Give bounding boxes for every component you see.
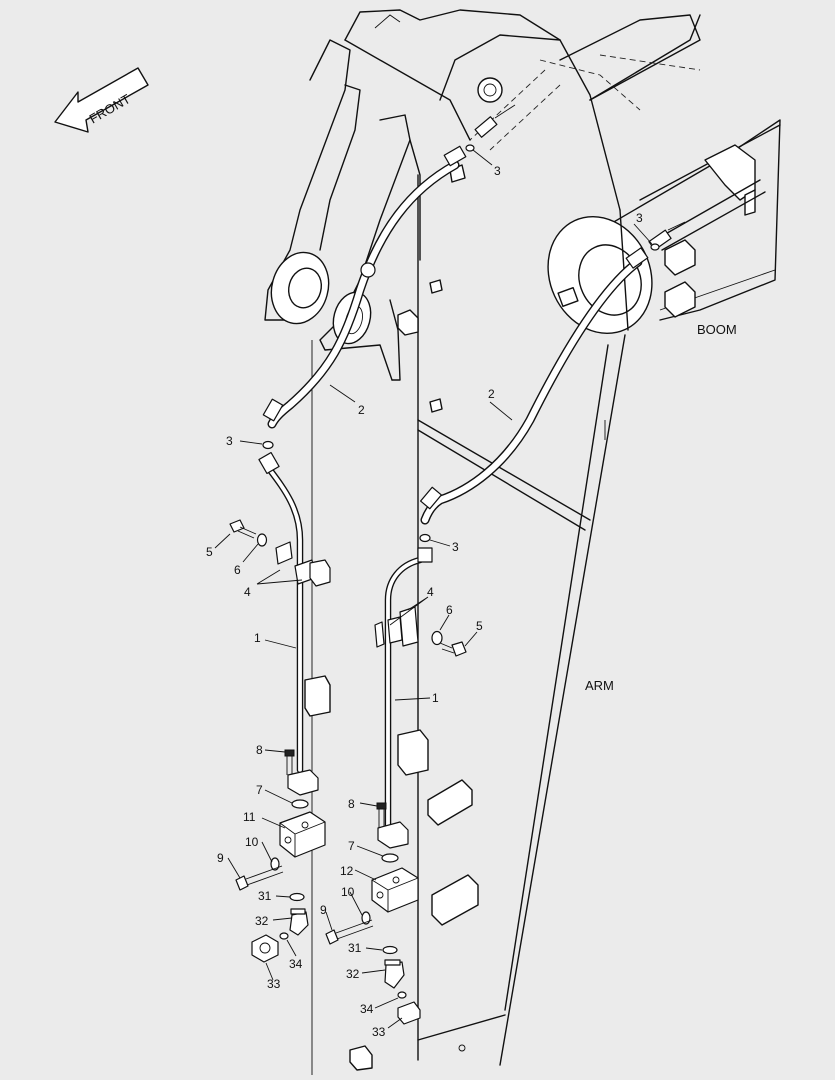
callout-33: 33 bbox=[372, 1025, 386, 1039]
clamp-block bbox=[664, 281, 696, 318]
callout-8: 8 bbox=[348, 797, 355, 811]
elbow-32-right bbox=[384, 961, 405, 989]
pipe-right bbox=[384, 547, 433, 829]
block-11 bbox=[279, 811, 326, 858]
o-ring-34-left bbox=[279, 932, 289, 940]
arm-structure: ARM bbox=[264, 9, 629, 1075]
nut-33-right bbox=[397, 1001, 421, 1025]
bolt-9-left bbox=[235, 865, 284, 891]
block-12 bbox=[371, 867, 419, 913]
hose-fitting bbox=[420, 486, 442, 510]
callout-6: 6 bbox=[234, 563, 241, 577]
callout-3: 3 bbox=[636, 211, 643, 225]
callout-3: 3 bbox=[226, 434, 233, 448]
bolt-5-right bbox=[439, 641, 467, 657]
callouts: 3 3 2 2 3 3 5 6 4 4 6 5 1 1 8 7 11 10 9 … bbox=[206, 164, 643, 1039]
o-ring-31-right bbox=[382, 945, 398, 955]
front-arrow-shape bbox=[54, 67, 149, 133]
washer-10-left bbox=[270, 857, 280, 871]
callout-2: 2 bbox=[488, 387, 495, 401]
callout-4: 4 bbox=[427, 585, 434, 599]
boom-label: BOOM bbox=[697, 322, 737, 337]
callout-1: 1 bbox=[254, 631, 261, 645]
hose-right bbox=[420, 247, 649, 525]
pipe-fitting bbox=[417, 547, 433, 563]
callout-9: 9 bbox=[320, 903, 327, 917]
callout-3: 3 bbox=[494, 164, 501, 178]
callout-5: 5 bbox=[476, 619, 483, 633]
callout-31: 31 bbox=[258, 889, 272, 903]
block-assembly-left bbox=[235, 749, 326, 963]
callout-6: 6 bbox=[446, 603, 453, 617]
clamp-block bbox=[664, 239, 696, 276]
callout-2: 2 bbox=[358, 403, 365, 417]
callout-3: 3 bbox=[452, 540, 459, 554]
callout-32: 32 bbox=[255, 914, 269, 928]
leader-lines bbox=[214, 149, 653, 1029]
callout-12: 12 bbox=[340, 864, 354, 878]
callout-4: 4 bbox=[244, 585, 251, 599]
callout-9: 9 bbox=[217, 851, 224, 865]
callout-10: 10 bbox=[245, 835, 259, 849]
bolt-9-right bbox=[325, 919, 374, 945]
hose-clip bbox=[360, 262, 376, 278]
callout-7: 7 bbox=[256, 783, 263, 797]
hose-fitting bbox=[625, 247, 649, 269]
o-ring-34-right bbox=[397, 991, 407, 999]
hose-left bbox=[262, 145, 467, 429]
flange-left bbox=[287, 769, 319, 796]
callout-10: 10 bbox=[341, 885, 355, 899]
callout-7: 7 bbox=[348, 839, 355, 853]
callout-34: 34 bbox=[289, 957, 303, 971]
hose-fitting bbox=[262, 398, 284, 422]
o-ring-7-left bbox=[291, 799, 309, 809]
clamp-right bbox=[374, 606, 467, 657]
pipe-fitting bbox=[258, 451, 280, 475]
callout-34: 34 bbox=[360, 1002, 374, 1016]
o-rings bbox=[262, 144, 660, 543]
callout-33: 33 bbox=[267, 977, 281, 991]
block-assembly-right bbox=[325, 802, 421, 1025]
callout-31: 31 bbox=[348, 941, 362, 955]
pipe-left bbox=[258, 451, 304, 774]
washer-6-right bbox=[431, 630, 443, 646]
arm-pin-boss bbox=[477, 77, 503, 103]
callout-1: 1 bbox=[432, 691, 439, 705]
clamp-left bbox=[229, 519, 331, 587]
flange-right bbox=[377, 821, 409, 849]
callout-32: 32 bbox=[346, 967, 360, 981]
arm-label: ARM bbox=[585, 678, 614, 693]
callout-8: 8 bbox=[256, 743, 263, 757]
bolt-5-left bbox=[229, 519, 257, 539]
nut-33-left bbox=[251, 934, 279, 963]
elbow-32-left bbox=[289, 911, 309, 936]
callout-11: 11 bbox=[243, 810, 256, 824]
o-ring-7-right bbox=[381, 853, 399, 863]
washer-6-left bbox=[256, 533, 268, 547]
front-direction-arrow: FRONT bbox=[54, 67, 149, 133]
o-ring-31-left bbox=[289, 892, 305, 902]
boom-structure: BOOM bbox=[469, 14, 781, 337]
hose-fitting bbox=[443, 145, 467, 167]
callout-5: 5 bbox=[206, 545, 213, 559]
